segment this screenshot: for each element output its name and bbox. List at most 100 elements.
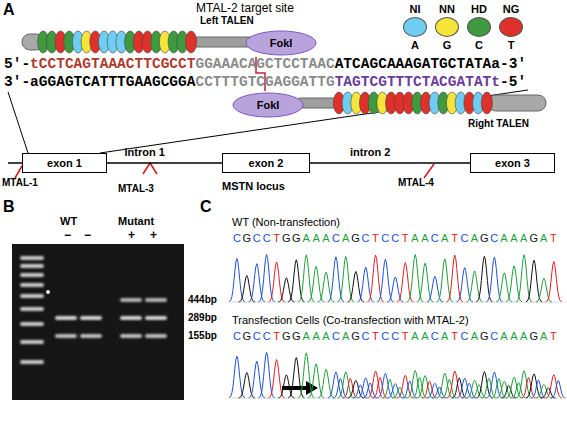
intron-line: [310, 162, 470, 164]
zoom-line: [100, 90, 528, 153]
trace-peak: [348, 380, 364, 398]
chromatogram-traces: [229, 255, 565, 399]
ellipse-shape: [246, 31, 316, 55]
legend-text: NI: [400, 3, 430, 16]
legend-text: NN: [432, 3, 462, 16]
site-marker: [424, 164, 434, 178]
node-text: exon 3: [495, 157, 530, 169]
intron-line: [107, 162, 222, 164]
gel-band: [145, 298, 167, 302]
gel-band: [55, 334, 77, 338]
gel-band: [20, 256, 44, 260]
protein-label: Right TALEN: [468, 118, 529, 130]
lane-group: WT: [60, 215, 77, 228]
zoom-line: [8, 92, 28, 153]
gel-band: [145, 316, 167, 320]
trace-peak: [239, 373, 255, 398]
talen-terminus: [488, 95, 546, 111]
trace-peak: [467, 380, 483, 398]
gel-band: [20, 273, 44, 277]
trace-peak: [551, 381, 565, 398]
exon-box: exon 3: [470, 153, 555, 173]
legend-swatch: [403, 17, 427, 37]
site-marker: [15, 166, 22, 178]
trace-peak: [452, 378, 466, 398]
gel-band: [120, 334, 142, 338]
trace-peak: [358, 267, 374, 302]
base-calls: CGCCTGGAAACAGCTCCTAACATCAGCAAAGAT: [232, 330, 558, 343]
edge-label: intron 2: [350, 146, 390, 158]
base-calls: CGCCTGGAAACAGCTCCTAACATCAGCAAAGAT: [232, 232, 558, 245]
node-text: FokI: [270, 37, 293, 49]
trace-peak: [249, 264, 265, 302]
trace-peak: [358, 378, 374, 398]
node-text: exon 1: [47, 157, 82, 169]
node-text: FokI: [257, 99, 280, 111]
gel-image: [12, 244, 184, 400]
lane-sign: +: [128, 229, 135, 243]
talen-repeat: [185, 31, 196, 53]
base-letter: T: [496, 39, 526, 52]
site-label: MTAL-3: [118, 183, 154, 195]
panel-heading: MTAL-2 target site: [196, 2, 294, 16]
panel-letter: C: [200, 198, 212, 216]
enzyme-ellipse: FokI: [232, 92, 304, 118]
gel-band: [20, 307, 44, 311]
site-label: MTAL-1: [2, 177, 38, 189]
panel-letter: A: [3, 1, 15, 19]
gel-band: [20, 264, 44, 268]
trace-peak: [239, 276, 255, 302]
lane-sign: −: [84, 229, 91, 243]
node-text: exon 2: [249, 157, 284, 169]
gel-band: [20, 340, 44, 344]
trace-title: WT (Non-transfection): [232, 216, 340, 229]
gel-band: [120, 316, 142, 320]
legend-swatch: [467, 17, 491, 37]
trace-peak: [546, 262, 562, 302]
lane-sign: +: [150, 229, 157, 243]
lane-sign: −: [64, 229, 71, 243]
band-size: 444bp: [188, 294, 217, 306]
exon-box: exon 1: [22, 153, 107, 173]
trace-peak: [496, 381, 512, 398]
gel-band: [20, 360, 44, 364]
trace-peak: [348, 272, 364, 302]
gel-band: [20, 283, 44, 287]
enzyme-ellipse: FokI: [245, 30, 317, 56]
protein-label: Left TALEN: [200, 15, 254, 27]
gel-band: [80, 334, 102, 338]
gel-band: [55, 316, 77, 320]
talen-repeat: [481, 92, 492, 114]
dna-strand: 3'-aGGAGTCATTTGAAGCGGACCTTTGTCGAGGATTGTA…: [4, 74, 526, 91]
site-label: MTAL-4: [398, 177, 434, 189]
panel-letter: B: [3, 198, 15, 216]
base-letter: C: [464, 39, 494, 52]
legend-text: HD: [464, 3, 494, 16]
dna-strand: 5'-tCCTCAGTAAACTTCGCCTGGAAACAGCTCCTAACAT…: [4, 56, 526, 73]
locus-line: [8, 162, 22, 164]
locus-name: MSTN locus: [222, 180, 285, 193]
gel-bands: [20, 256, 167, 364]
trace-peak: [288, 260, 304, 302]
trace-peak: [496, 273, 512, 302]
trace-peak: [397, 375, 413, 398]
lane-group: Mutant: [118, 215, 154, 228]
gel-band: [20, 322, 44, 326]
trace-peak: [506, 266, 522, 302]
edge-label: intron 1: [125, 146, 165, 158]
trace-title: Transfection Cells (Co-transfection with…: [232, 314, 469, 327]
trace-peak: [467, 271, 483, 302]
trace-peak: [532, 380, 546, 398]
base-letter: G: [432, 39, 462, 52]
site-marker: [143, 163, 157, 174]
trace-peak: [387, 277, 403, 302]
gel-band: [145, 334, 167, 338]
trace-peak: [397, 263, 413, 302]
exon-box: exon 2: [222, 153, 310, 173]
gel-spot: [46, 290, 50, 294]
gel-band: [80, 316, 102, 320]
band-size: 155bp: [188, 330, 217, 342]
legend-swatch: [435, 17, 459, 37]
ellipse-shape: [233, 93, 303, 117]
